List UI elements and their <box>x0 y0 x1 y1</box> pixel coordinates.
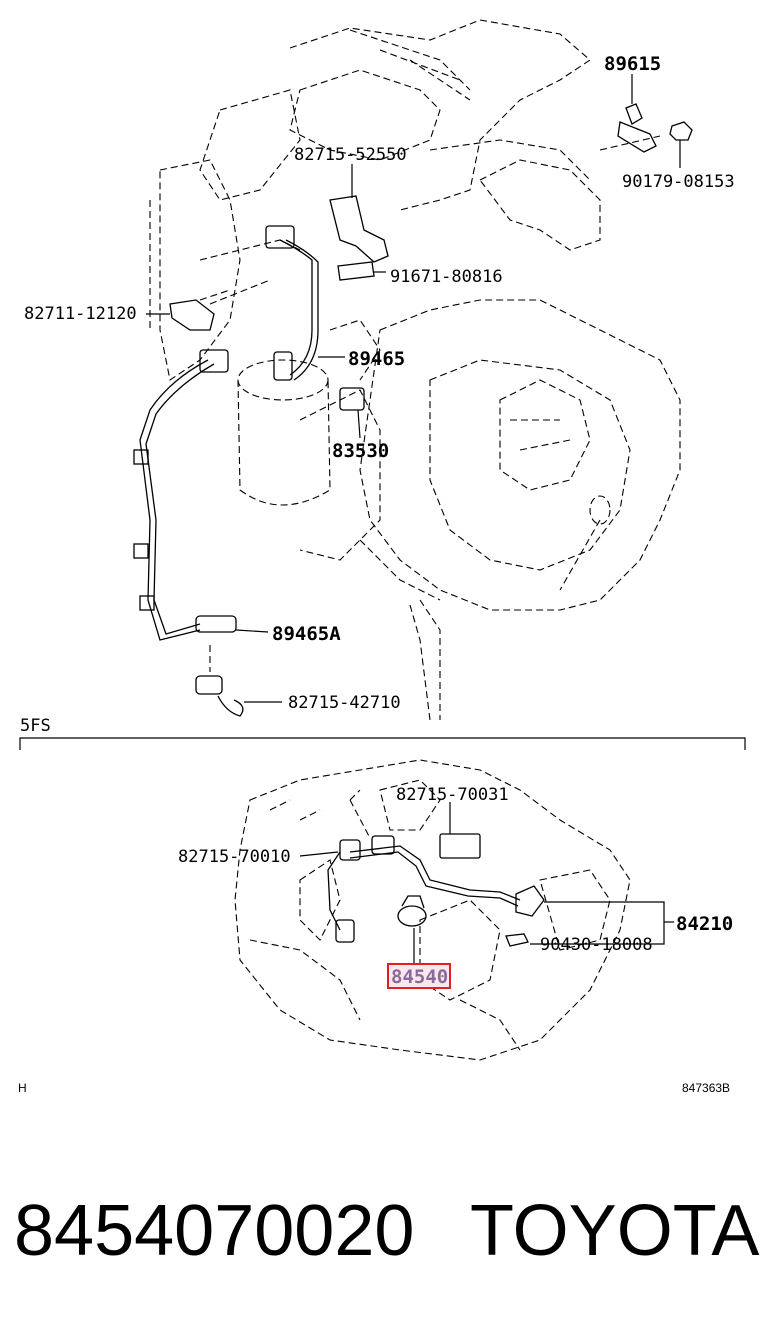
lower-part-labels: 82715-70031 82715-70010 84210 90430-1800… <box>178 785 733 989</box>
label-89615[interactable]: 89615 <box>604 53 661 75</box>
upper-leader-lines <box>146 74 681 703</box>
footer-part-number: 8454070020 <box>14 1191 415 1271</box>
section-label: 5FS <box>20 716 51 736</box>
upper-engine-drawing <box>149 19 681 721</box>
section-divider: 5FS <box>19 716 746 750</box>
lower-wiring-harness <box>327 833 545 947</box>
highlight-box-84540 <box>387 963 451 989</box>
label-82715-42710[interactable]: 82715-42710 <box>288 693 401 713</box>
corner-code-left: H <box>18 1081 27 1095</box>
label-82711-12120[interactable]: 82711-12120 <box>24 304 137 324</box>
label-82715-70031[interactable]: 82715-70031 <box>396 785 509 805</box>
lower-transmission-drawing <box>234 759 631 1061</box>
label-82715-52550[interactable]: 82715-52550 <box>294 145 407 165</box>
label-90179-08153[interactable]: 90179-08153 <box>622 172 735 192</box>
label-83530[interactable]: 83530 <box>332 440 389 462</box>
label-84210[interactable]: 84210 <box>676 913 733 935</box>
label-82715-70010[interactable]: 82715-70010 <box>178 847 291 867</box>
label-84540-highlighted[interactable]: 84540 <box>391 966 448 988</box>
label-89465[interactable]: 89465 <box>348 348 405 370</box>
diagram-reference-code: 847363B <box>682 1081 730 1095</box>
exploded-parts-diagram: 89615 90179-08153 82715-52550 91671-8081… <box>18 19 746 1095</box>
upper-wiring-harness <box>133 103 693 717</box>
label-91671-80816[interactable]: 91671-80816 <box>390 267 503 287</box>
label-90430-18008[interactable]: 90430-18008 <box>540 935 653 955</box>
lower-leader-lines <box>299 799 674 964</box>
label-89465a[interactable]: 89465A <box>272 623 341 645</box>
upper-part-labels: 89615 90179-08153 82715-52550 91671-8081… <box>24 53 735 713</box>
footer-brand: TOYOTA <box>470 1191 760 1271</box>
